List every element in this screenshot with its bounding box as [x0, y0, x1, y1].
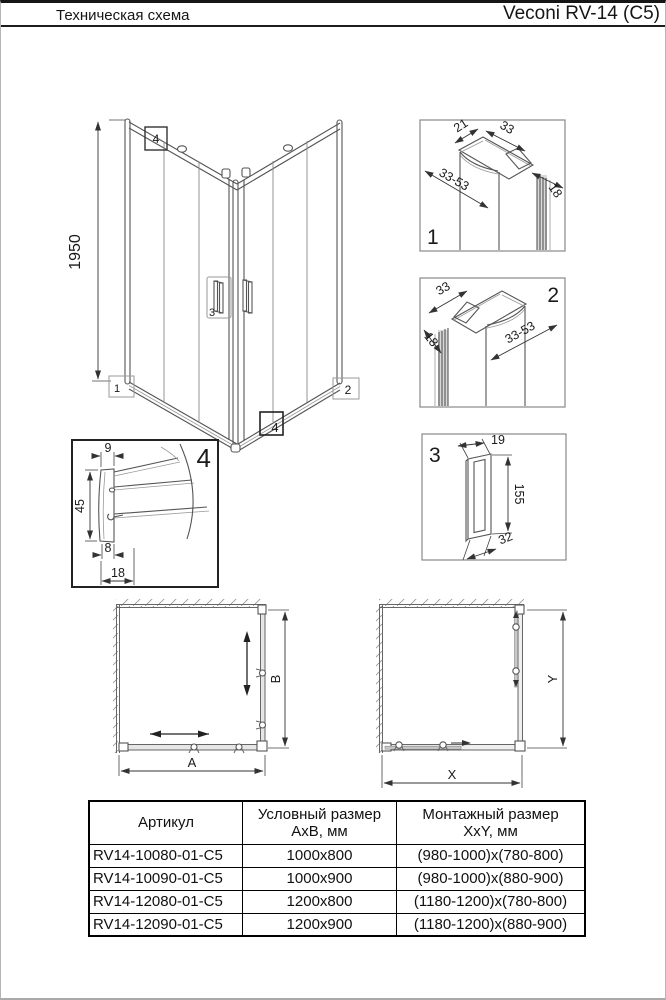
- detail3-label: 3: [429, 444, 441, 467]
- callout-box-1: [108, 375, 135, 398]
- col-header-mounting-size: Монтажный размер XxY, мм: [396, 800, 586, 845]
- detail4-dim-45: 45: [73, 499, 87, 513]
- col-header-article: Артикул: [88, 800, 243, 845]
- col-header-nominal-size: Условный размер АхВ, мм: [242, 800, 397, 845]
- callout-box-4-top: [144, 126, 168, 151]
- detail3-dim-32: 32: [496, 529, 514, 547]
- mount-cell: (1180-1200)x(780-800): [396, 889, 586, 914]
- detail2-dim-33-53: 33-53: [503, 319, 538, 347]
- detail-view-4: 4 9 45 8: [71, 439, 219, 588]
- detail2-dim-18: 18: [421, 330, 441, 350]
- product-title: Veconi RV-14 (C5): [502, 3, 660, 24]
- roller-icon: [235, 743, 243, 751]
- detail3-dim-155: 155: [512, 484, 526, 505]
- size-cell: 1200x900: [242, 912, 397, 937]
- mount-cell: (980-1000)x(880-900): [396, 866, 586, 891]
- size-cell: 1200x800: [242, 889, 397, 914]
- plan-ab-dim-a: A: [188, 755, 197, 770]
- detail1-dim-33: 33: [497, 118, 516, 137]
- door-handles: [213, 279, 253, 314]
- table-row: RV14-12080-01-C5 1200x800 (1180-1200)x(7…: [88, 889, 586, 914]
- table-row: RV14-10090-01-C5 1000x900 (980-1000)x(88…: [88, 866, 586, 891]
- plan-xy-dim-x: X: [448, 767, 457, 782]
- roller-icon: [512, 623, 520, 631]
- callout-1: 1: [114, 383, 120, 395]
- detail-view-3: 3 19 155 32: [421, 433, 567, 561]
- plan-xy-dim-y: Y: [545, 674, 560, 683]
- roller-icon: [258, 669, 267, 677]
- header-rule: [1, 25, 665, 27]
- sliding-door-panel: [514, 610, 519, 688]
- plan-ab-dim-b: B: [268, 675, 283, 684]
- detail1-dim-33-53: 33-53: [437, 165, 472, 193]
- size-cell: 1000x900: [242, 866, 397, 891]
- detail1-label: 1: [427, 226, 439, 249]
- article-cell: RV14-10080-01-C5: [88, 843, 243, 868]
- detail4-dim-8: 8: [105, 541, 112, 555]
- size-table: Артикул Условный размер АхВ, мм Монтажны…: [88, 800, 586, 937]
- callout-box-4-bottom: [259, 411, 284, 436]
- slide-direction-arrows: [150, 631, 251, 738]
- detail4-dim-18: 18: [111, 566, 125, 580]
- roller-icon: [190, 743, 198, 751]
- slide-arrow-horizontal: [462, 740, 471, 746]
- mount-cell: (1180-1200)x(880-900): [396, 912, 586, 937]
- detail4-label: 4: [197, 443, 211, 473]
- detail2-dim-33: 33: [433, 279, 452, 298]
- detail1-dim-21: 21: [451, 116, 470, 135]
- callout-2: 2: [345, 383, 352, 397]
- detail4-dim-9: 9: [105, 441, 112, 455]
- detail3-dim-19: 19: [491, 433, 505, 447]
- callout-box-2: [332, 377, 360, 400]
- callout-box-3: [206, 276, 232, 319]
- callout-3: 3: [209, 307, 215, 319]
- roller-icon: [395, 741, 403, 749]
- table-row: RV14-10080-01-C5 1000x800 (980-1000)x(78…: [88, 843, 586, 868]
- callout-4-bottom: 4: [271, 420, 278, 435]
- plan-view-xy: X Y: [376, 599, 567, 788]
- main-elevation-view: 1950: [67, 118, 360, 453]
- sliding-door-panel: [384, 745, 462, 750]
- article-cell: RV14-10090-01-C5: [88, 866, 243, 891]
- roller-icon: [439, 741, 447, 749]
- roller-icon: [258, 721, 267, 729]
- size-cell: 1000x800: [242, 843, 397, 868]
- plan-view-ab: A B: [113, 599, 289, 776]
- detail1-dim-18: 18: [546, 181, 565, 200]
- detail-view-1: 1 21 33 33-53 18: [419, 116, 566, 252]
- size-table-header-row: Артикул Условный размер АхВ, мм Монтажны…: [88, 800, 586, 845]
- roller-left: [176, 145, 188, 153]
- callout-4-top: 4: [153, 132, 160, 146]
- technical-drawing: 1950: [67, 116, 567, 788]
- dim-1950: 1950: [67, 234, 84, 270]
- table-row: RV14-12090-01-C5 1200x900 (1180-1200)x(8…: [88, 912, 586, 937]
- article-cell: RV14-12080-01-C5: [88, 889, 243, 914]
- detail2-label: 2: [547, 284, 559, 307]
- page-title: Техническая схема: [56, 7, 190, 24]
- mount-cell: (980-1000)x(780-800): [396, 843, 586, 868]
- roller-icon: [512, 667, 520, 675]
- roller-right: [282, 144, 294, 152]
- detail-view-2: 2 33 18 33-53: [419, 277, 566, 408]
- article-cell: RV14-12090-01-C5: [88, 912, 243, 937]
